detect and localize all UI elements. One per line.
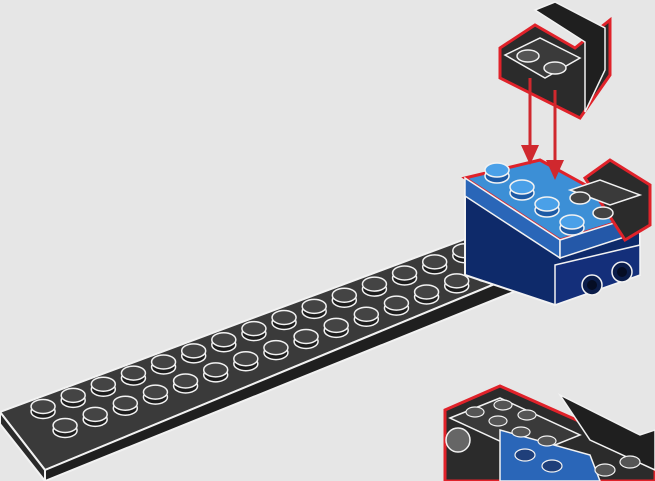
plate-stud-top xyxy=(174,374,198,388)
plate-stud-top xyxy=(272,310,296,324)
plate-stud-top xyxy=(423,255,447,269)
plate-stud-top xyxy=(362,277,386,291)
plate-stud-top xyxy=(182,344,206,358)
plate-stud-top xyxy=(264,341,288,355)
plate-stud-top xyxy=(302,299,326,313)
plate-stud-top xyxy=(61,388,85,402)
technic-hole xyxy=(446,428,470,452)
plate-stud-top xyxy=(234,352,258,366)
plate-stud-top xyxy=(91,377,115,391)
plate-stud-top xyxy=(294,329,318,343)
plate-stud-top xyxy=(332,288,356,302)
plate-stud-top xyxy=(393,266,417,280)
plate-stud-top xyxy=(121,366,145,380)
plate-stud-top xyxy=(242,322,266,336)
plate-stud-top xyxy=(113,396,137,410)
plate-stud-top xyxy=(143,385,167,399)
side-stud-2 xyxy=(612,262,632,282)
plate-stud-top xyxy=(212,333,236,347)
plate-stud-top xyxy=(53,418,77,432)
plate-stud-top xyxy=(152,355,176,369)
side-stud-1 xyxy=(582,275,602,295)
plate-stud-top xyxy=(31,399,55,413)
plate-stud-top xyxy=(415,285,439,299)
plate-stud-top xyxy=(324,318,348,332)
plate-stud-top xyxy=(83,407,107,421)
plate-stud-top xyxy=(384,296,408,310)
plate-stud-top xyxy=(204,363,228,377)
plate-stud-top xyxy=(354,307,378,321)
